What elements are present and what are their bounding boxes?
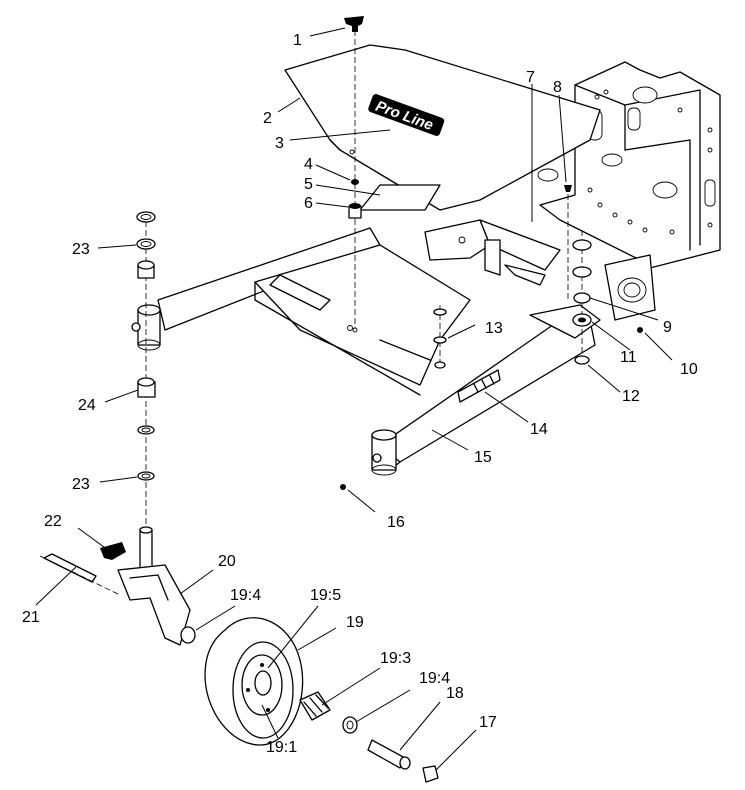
- callout-18: 18: [446, 685, 464, 702]
- callout-19-1: 19:1: [266, 739, 297, 756]
- fastener-16: [340, 484, 346, 490]
- callout-24: 24: [78, 397, 96, 414]
- callout-19-5: 19:5: [310, 587, 341, 604]
- left-pivot-tube: [131, 304, 161, 351]
- callout-19: 19: [346, 614, 364, 631]
- callout-19-4-lower: 19:4: [419, 670, 450, 687]
- caster-stack: [136, 211, 156, 530]
- leader-lines: [35, 27, 673, 771]
- callout-labels: 1 2 3 4 5 6 7 8 9 10 11 12 13 14 15 16 1…: [22, 32, 698, 756]
- callout-19-3: 19:3: [380, 650, 411, 667]
- callout-21: 21: [22, 609, 40, 626]
- callout-4: 4: [304, 156, 313, 173]
- callout-9: 9: [663, 319, 672, 336]
- callout-10: 10: [680, 361, 698, 378]
- callout-3: 3: [275, 135, 284, 152]
- callout-11: 11: [620, 349, 637, 366]
- callout-8: 8: [553, 79, 562, 96]
- callout-5: 5: [304, 176, 313, 193]
- callout-7: 7: [526, 69, 535, 86]
- callout-20: 20: [218, 553, 236, 570]
- callout-19-4-upper: 19:4: [230, 587, 261, 604]
- callout-23-upper: 23: [72, 241, 90, 258]
- right-pivot-tube: [371, 429, 397, 476]
- callout-6: 6: [304, 195, 313, 212]
- callout-16: 16: [387, 514, 405, 531]
- center-hardware: [344, 16, 364, 333]
- wheel-assembly: [204, 617, 439, 783]
- callout-22: 22: [44, 513, 62, 530]
- callout-1: 1: [293, 32, 302, 49]
- seat-plate: Pro Line: [284, 44, 601, 211]
- callout-12: 12: [622, 388, 640, 405]
- callout-15: 15: [474, 449, 492, 466]
- caster-fork: [39, 526, 196, 646]
- callout-14: 14: [530, 421, 548, 438]
- callout-17: 17: [479, 714, 497, 731]
- callout-2: 2: [263, 110, 272, 127]
- callout-13: 13: [485, 320, 503, 337]
- callout-23-lower: 23: [72, 476, 90, 493]
